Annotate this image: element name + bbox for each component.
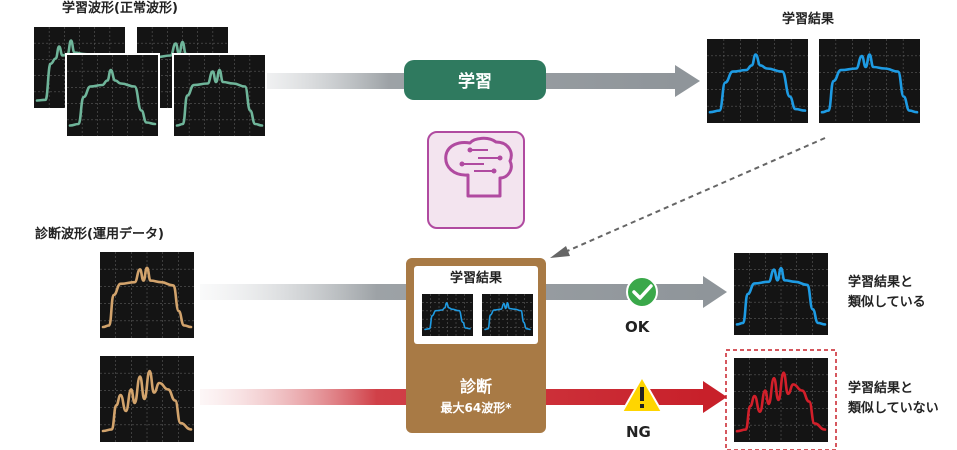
learning-waveforms-title: 学習波形(正常波形) xyxy=(62,1,178,16)
learning-wave-scope-3 xyxy=(65,53,160,138)
check-circle-icon xyxy=(626,276,658,308)
waveform-trace xyxy=(101,266,193,329)
diag-waveforms-title: 診断波形(運用データ) xyxy=(35,227,164,242)
result-wave-scope-2 xyxy=(817,37,922,125)
waveform-trace xyxy=(424,302,471,331)
similar-text-line2: 類似している xyxy=(848,295,926,310)
ng-output-scope xyxy=(732,356,830,444)
ok-output-scope xyxy=(732,251,830,337)
learning-wave-scope-4 xyxy=(172,53,267,138)
scope-screen xyxy=(100,356,194,442)
diagnosis-subtitle: 最大64波形* xyxy=(441,400,513,415)
waveform-trace xyxy=(175,68,264,127)
not-similar-text-line1: 学習結果と xyxy=(848,381,914,396)
waveform-trace xyxy=(735,266,827,326)
ok-label: OK xyxy=(625,318,650,336)
result-wave-scope-1 xyxy=(705,37,810,125)
ng-label: NG xyxy=(626,423,651,441)
waveform-trace xyxy=(68,68,157,127)
diagnosis-title: 診断 xyxy=(460,377,492,396)
not-similar-text-line2: 類似していない xyxy=(848,401,939,416)
waveform-trace xyxy=(101,369,193,433)
box-learning-result-title: 学習結果 xyxy=(449,271,502,286)
dashed-feedback-arrow xyxy=(550,137,826,258)
waveform-trace xyxy=(484,302,531,331)
box-result-scope-1 xyxy=(420,292,475,338)
warning-triangle-icon xyxy=(621,376,663,413)
box-result-scope-2 xyxy=(480,292,535,338)
waveform-trace xyxy=(735,371,827,433)
learning-result-title: 学習結果 xyxy=(782,12,835,27)
similar-text-line1: 学習結果と xyxy=(848,275,914,290)
waveform-trace xyxy=(708,53,807,114)
waveform-trace xyxy=(820,53,919,114)
brain-circuit-icon xyxy=(427,131,525,229)
learn-button[interactable]: 学習 xyxy=(404,60,546,100)
diag-wave-scope-ok xyxy=(98,250,196,340)
learn-button-label: 学習 xyxy=(458,71,492,92)
diag-wave-scope-ng xyxy=(98,354,196,444)
